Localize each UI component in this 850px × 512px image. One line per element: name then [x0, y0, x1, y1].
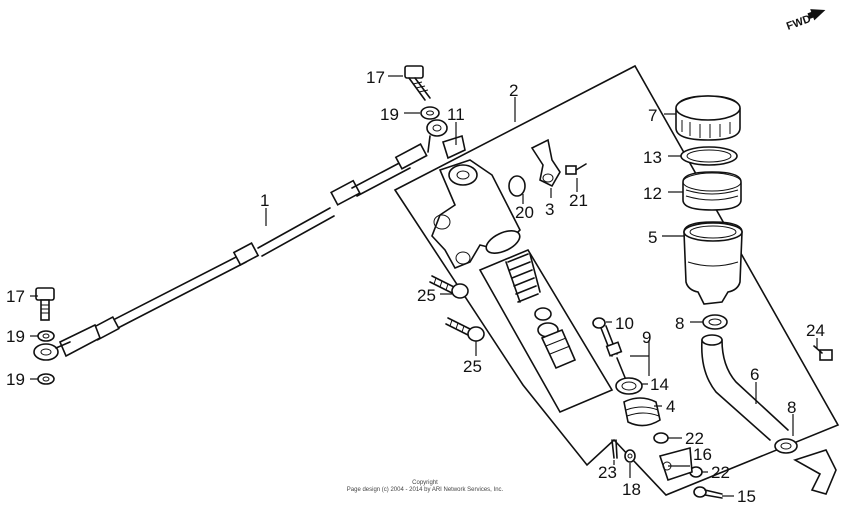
lower-banjo-fitting [33, 341, 71, 361]
callout-6: 6 [750, 365, 759, 384]
callout-11: 11 [447, 105, 465, 124]
clevis-nut [653, 432, 669, 444]
push-rod-clevis [658, 446, 693, 482]
reservoir-screw [813, 345, 833, 361]
joint-nut [615, 377, 643, 395]
master-cylinder-body [431, 159, 521, 270]
callout-25-upper: 25 [417, 286, 436, 305]
reservoir-bracket [793, 449, 837, 495]
sealing-washer-lower-a [37, 330, 55, 342]
banjo-bolt-upper [404, 65, 431, 101]
callout-9: 9 [642, 328, 651, 347]
callout-8-lower: 8 [787, 398, 796, 417]
leader-lines [30, 75, 818, 497]
callout-23: 23 [598, 463, 617, 482]
callout-8-upper: 8 [675, 314, 684, 333]
callout-7: 7 [648, 106, 657, 125]
sealing-washer-upper [420, 106, 440, 120]
callout-19-lower-a: 19 [6, 327, 25, 346]
callout-21: 21 [569, 191, 588, 210]
callout-15: 15 [737, 487, 756, 506]
fwd-arrow-icon: FWD [785, 9, 826, 33]
callout-3: 3 [545, 200, 554, 219]
piston [540, 328, 577, 370]
reservoir [683, 221, 743, 305]
callout-18: 18 [622, 480, 641, 499]
copyright-line-2: Page design (c) 2004 - 2014 by ARI Netwo… [347, 487, 504, 493]
callout-12: 12 [643, 184, 662, 203]
circlip [508, 175, 526, 197]
plain-washer [624, 449, 636, 463]
callout-5: 5 [648, 228, 657, 247]
callout-1: 1 [260, 191, 269, 210]
callouts: 17 19 11 2 1 17 19 19 20 3 21 7 13 12 5 … [6, 68, 825, 506]
piston-spring [505, 253, 541, 303]
mounting-bolt-lower [445, 317, 485, 342]
callout-14: 14 [650, 375, 669, 394]
callout-4: 4 [666, 397, 675, 416]
callout-24: 24 [806, 321, 825, 340]
sealing-washer-lower-b [37, 373, 55, 385]
hose-joint [530, 138, 561, 188]
copyright-line-1: Copyright [412, 480, 438, 486]
reservoir-hose [700, 334, 789, 441]
callout-22-lower: 22 [711, 463, 730, 482]
piston-kit-frame [478, 248, 614, 414]
assembly-frame [393, 64, 840, 496]
callout-20: 20 [515, 203, 534, 222]
cotter-pin [611, 439, 618, 459]
callout-17-upper: 17 [366, 68, 385, 87]
callout-10: 10 [615, 314, 634, 333]
upper-banjo-fitting [426, 119, 448, 153]
diaphragm [682, 171, 742, 211]
banjo-bolt-lower [35, 287, 55, 321]
callout-22-upper: 22 [685, 429, 704, 448]
callout-19-upper: 19 [380, 105, 399, 124]
clevis-pin [693, 486, 723, 499]
diaphragm-plate [680, 146, 738, 166]
mounting-bolt-upper [429, 275, 469, 299]
callout-2: 2 [509, 81, 518, 100]
joint-screw [565, 163, 587, 175]
callout-16: 16 [693, 445, 712, 464]
push-rod [592, 317, 627, 381]
callout-19-lower-b: 19 [6, 370, 25, 389]
callout-25-lower: 25 [463, 357, 482, 376]
hose-clip-lower [774, 438, 798, 454]
piston-cup [534, 307, 559, 338]
callout-17-lower: 17 [6, 287, 25, 306]
callout-13: 13 [643, 148, 662, 167]
reservoir-cap [675, 95, 741, 141]
brake-hose [58, 143, 428, 358]
dust-boot [623, 397, 661, 427]
hose-clip-upper [702, 314, 728, 330]
